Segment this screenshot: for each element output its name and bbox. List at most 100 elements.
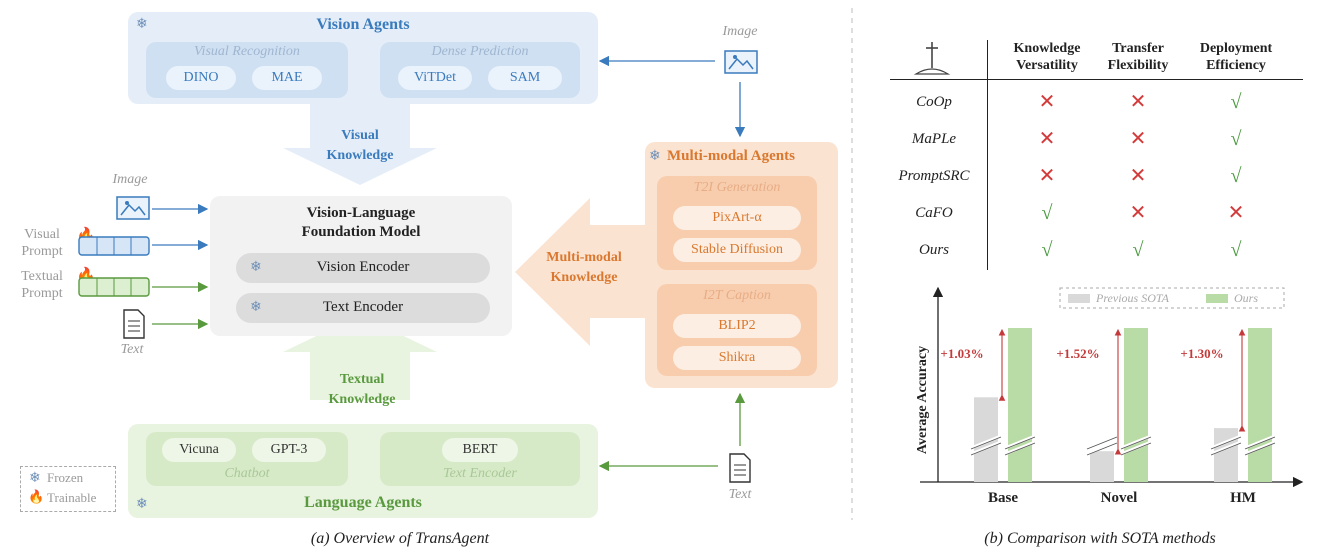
caption-a: (a) Overview of TransAgent (310, 530, 490, 547)
textual-knowledge-label: Textual Knowledge (328, 372, 396, 407)
vlfm-box: Vision-Language Foundation Model ❄ Visio… (210, 196, 512, 336)
trainable-flame-icon: 🔥 (28, 489, 45, 504)
input-image-label: Image (112, 172, 148, 187)
text-encoder-group-label: Text Encoder (443, 466, 517, 481)
document-icon (123, 309, 145, 339)
bar-novel-previous-sota (1090, 451, 1114, 482)
dense-prediction-label: Dense Prediction (431, 44, 529, 59)
vision-encoder-label: Vision Encoder (316, 259, 410, 275)
axis-break-mark (1210, 434, 1242, 456)
legend-swatch-prev (1068, 294, 1090, 303)
textual-knowledge-arrow (283, 315, 437, 400)
frozen-snowflake-icon: ❄ (649, 149, 661, 164)
agent-vitdet: ViTDet (398, 66, 472, 90)
cross-mark-icon: ✕ (1038, 165, 1056, 187)
row-method-promptsrc: PromptSRC (898, 168, 970, 184)
axis-break-line (1244, 436, 1276, 456)
bar-hm-ours (1248, 328, 1272, 482)
check-mark-icon: √ (1230, 91, 1242, 113)
agent-stable-diffusion: Stable Diffusion (673, 238, 801, 262)
agent-sam: SAM (488, 66, 562, 90)
agent-shikra: Shikra (673, 346, 801, 370)
language-agents-panel: ❄ Vicuna GPT-3 Chatbot BERT Text Encoder… (128, 424, 598, 518)
agent-blip2: BLIP2 (673, 314, 801, 338)
col-transfer-flexibility: Transfer Flexibility (1107, 41, 1169, 73)
agent-dino: DINO (166, 66, 236, 90)
cross-mark-icon: ✕ (1129, 165, 1147, 187)
legend-swatch-ours (1206, 294, 1228, 303)
legend-trainable-label: Trainable (47, 490, 97, 505)
axis-break-line (1120, 436, 1152, 456)
agent-mae: MAE (252, 66, 322, 90)
axis-break-line (1210, 436, 1242, 456)
frozen-snowflake-icon: ❄ (250, 260, 262, 275)
language-agents-title: Language Agents (304, 494, 422, 511)
multimodal-knowledge-label: Multi-modal Knowledge (546, 250, 622, 285)
input-text-label: Text (120, 342, 144, 357)
legend-frozen-label: Frozen (47, 470, 84, 485)
visual-knowledge-label: Visual Knowledge (326, 128, 394, 163)
legend-prev-label: Previous SOTA (1095, 291, 1170, 305)
cross-mark-icon: ✕ (1129, 128, 1147, 150)
vision-encoder: ❄ Vision Encoder (236, 253, 490, 283)
multimodal-knowledge-arrow (515, 198, 645, 346)
document-icon (729, 453, 751, 483)
t2i-generation-group: T2I Generation PixArt-α Stable Diffusion (657, 176, 817, 270)
row-method-ours: Ours (918, 242, 949, 258)
legend-box: ❄ Frozen 🔥 Trainable (20, 466, 116, 512)
check-mark-icon: √ (1041, 202, 1053, 224)
row-method-coop: CoOp (916, 94, 952, 110)
visual-prompt-tokens (78, 236, 150, 256)
chatbot-label: Chatbot (224, 466, 270, 481)
cross-mark-icon: ✕ (1129, 91, 1147, 113)
frozen-snowflake-icon: ❄ (29, 471, 41, 486)
i2t-caption-group: I2T Caption BLIP2 Shikra (657, 284, 817, 376)
delta-label-novel: +1.52% (1056, 346, 1099, 361)
bar-novel-ours (1124, 328, 1148, 482)
delta-label-base: +1.03% (940, 346, 983, 361)
col-deployment-efficiency: Deployment Efficiency (1199, 41, 1273, 73)
axis-break-mark (1244, 434, 1276, 456)
check-mark-icon: √ (1230, 239, 1242, 261)
sword-in-stone-icon (913, 42, 951, 75)
col-knowledge-versatility: Knowledge Versatility (1013, 41, 1081, 73)
right-text-label: Text (728, 487, 752, 502)
frozen-snowflake-icon: ❄ (136, 497, 148, 512)
x-tick-hm: HM (1230, 490, 1256, 506)
table-header-rule (890, 79, 1303, 80)
table-vertical-rule (987, 40, 988, 270)
row-method-cafo: CaFO (915, 205, 953, 221)
check-mark-icon: √ (1230, 165, 1242, 187)
bar-base-ours (1008, 328, 1032, 482)
check-mark-icon: √ (1132, 239, 1144, 261)
check-mark-icon: √ (1230, 128, 1242, 150)
text-encoder: ❄ Text Encoder (236, 293, 490, 323)
row-method-maple: MaPLe (911, 131, 957, 147)
vlfm-title: Vision-Language Foundation Model (301, 205, 421, 240)
text-encoder-label: Text Encoder (322, 299, 404, 315)
textual-prompt-label: Textual Prompt (21, 269, 63, 301)
agent-bert: BERT (442, 438, 518, 462)
agent-gpt3: GPT-3 (252, 438, 326, 462)
axis-break-mark (1086, 434, 1118, 456)
t2i-generation-label: T2I Generation (693, 180, 781, 195)
cross-mark-icon: ✕ (1129, 202, 1147, 224)
vision-agents-panel: ❄ Vision Agents Visual Recognition DINO … (128, 12, 598, 104)
axis-break-mark (1120, 434, 1152, 456)
legend-ours-label: Ours (1234, 291, 1258, 305)
y-axis-label: Average Accuracy (915, 346, 930, 454)
image-icon (724, 50, 758, 74)
x-tick-novel: Novel (1101, 490, 1138, 506)
dense-prediction-group: Dense Prediction ViTDet SAM (380, 42, 580, 98)
vision-agents-title: Vision Agents (316, 16, 410, 33)
agent-pixart: PixArt-α (673, 206, 801, 230)
frozen-snowflake-icon: ❄ (250, 300, 262, 315)
chart-legend: Previous SOTA Ours (1059, 287, 1285, 309)
caption-b: (b) Comparison with SOTA methods (984, 530, 1216, 547)
cross-mark-icon: ✕ (1227, 202, 1245, 224)
multimodal-agents-panel: ❄ Multi-modal Agents T2I Generation PixA… (645, 142, 838, 388)
cross-mark-icon: ✕ (1038, 91, 1056, 113)
text-encoder-group: BERT Text Encoder (380, 432, 580, 486)
axis-break-line (1004, 436, 1036, 456)
